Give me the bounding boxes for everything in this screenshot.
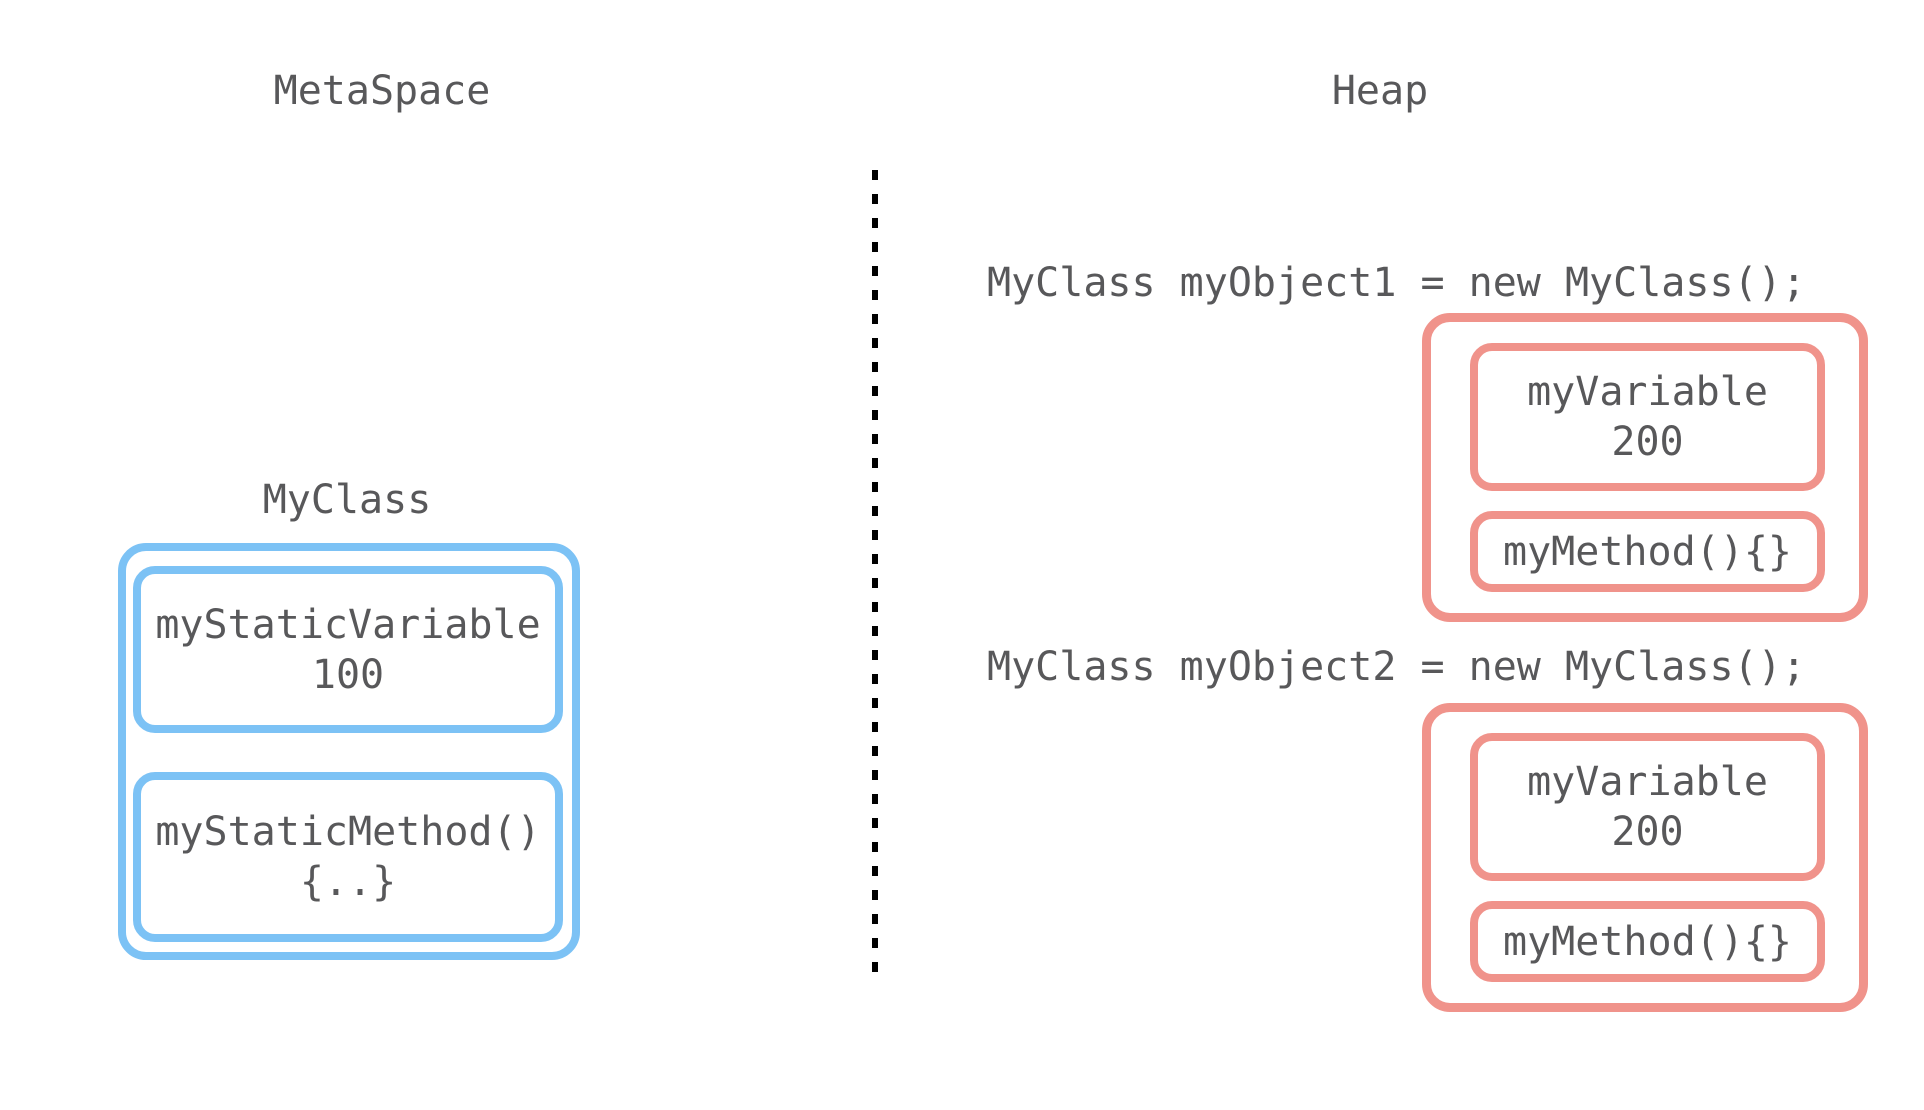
object2-method-text: myMethod(){} xyxy=(1478,909,1817,974)
heap-title: Heap xyxy=(1331,68,1429,114)
object2-variable-box: myVariable 200 xyxy=(1470,733,1825,881)
static-variable-name: myStaticVariable xyxy=(155,601,541,648)
metaspace-title: MetaSpace xyxy=(273,68,491,114)
object2-method-name: myMethod(){} xyxy=(1503,918,1792,965)
static-variable-text: myStaticVariable 100 xyxy=(141,574,555,725)
metaspace-class-label: MyClass xyxy=(262,477,432,523)
static-method-body: {..} xyxy=(299,859,397,905)
static-variable-value: 100 xyxy=(311,651,385,698)
object1-method-text: myMethod(){} xyxy=(1478,519,1817,584)
object2-method-box: myMethod(){} xyxy=(1470,901,1825,982)
section-divider xyxy=(872,170,878,974)
object2-variable-text: myVariable 200 xyxy=(1478,741,1817,873)
object2-variable-name: myVariable xyxy=(1527,759,1768,805)
static-method-box: myStaticMethod() {..} xyxy=(133,772,563,942)
object1-variable-name: myVariable xyxy=(1527,369,1768,415)
object1-method-name: myMethod(){} xyxy=(1503,528,1792,575)
static-variable-box: myStaticVariable 100 xyxy=(133,566,563,733)
object1-variable-box: myVariable 200 xyxy=(1470,343,1825,491)
object1-variable-text: myVariable 200 xyxy=(1478,351,1817,483)
object1-method-box: myMethod(){} xyxy=(1470,511,1825,592)
static-method-name: myStaticMethod() xyxy=(155,809,541,855)
object1-code: MyClass myObject1 = new MyClass(); xyxy=(987,260,1806,306)
static-method-text: myStaticMethod() {..} xyxy=(141,780,555,934)
object1-variable-value: 200 xyxy=(1611,419,1684,465)
object2-variable-value: 200 xyxy=(1611,809,1684,855)
object2-code: MyClass myObject2 = new MyClass(); xyxy=(987,644,1806,690)
